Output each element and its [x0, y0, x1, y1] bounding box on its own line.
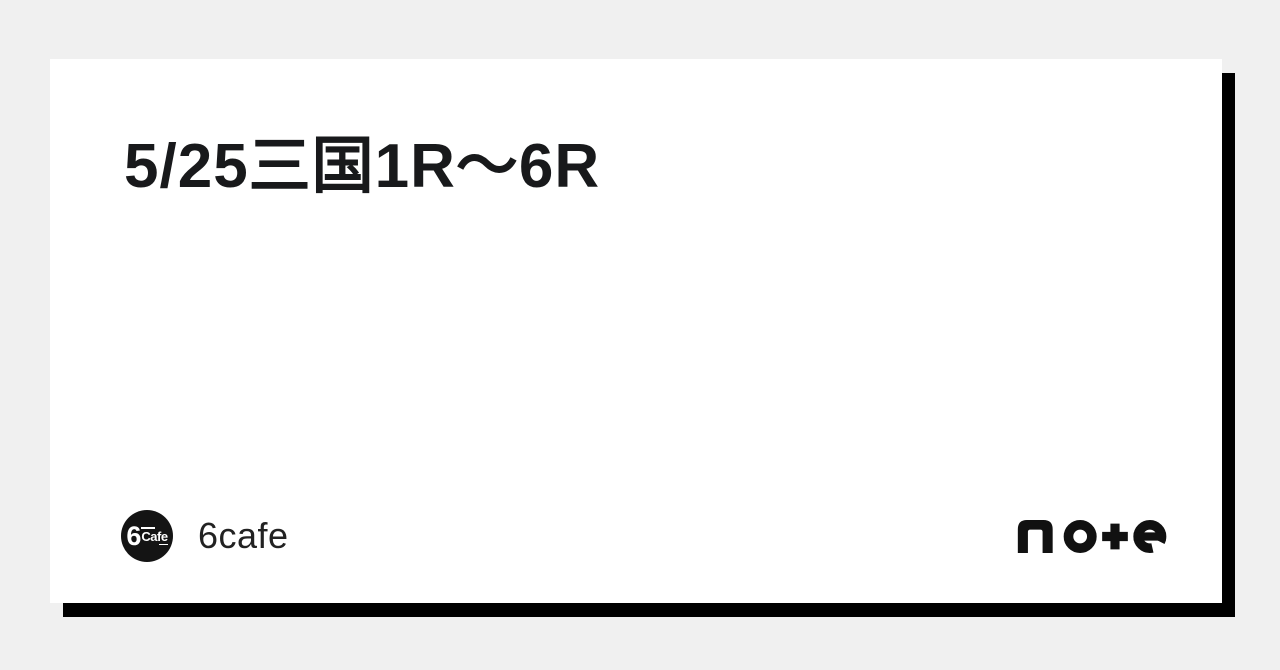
avatar-word: Cafe	[141, 528, 168, 544]
avatar-underline	[158, 543, 168, 546]
note-logo-icon	[1016, 518, 1170, 555]
author: 6 Cafe 6cafe	[121, 510, 289, 562]
author-name: 6cafe	[198, 515, 289, 556]
note-logo-svg	[1017, 519, 1167, 553]
card-footer: 6 Cafe 6cafe	[121, 509, 1170, 563]
note-share-card: 5/25三国1R〜6R 6 Cafe 6cafe	[50, 59, 1222, 603]
avatar: 6 Cafe	[121, 510, 173, 562]
page-title: 5/25三国1R〜6R	[124, 132, 601, 201]
avatar-overline	[141, 526, 156, 529]
avatar-number: 6	[126, 520, 141, 551]
avatar-wordmark: Cafe	[141, 526, 168, 546]
